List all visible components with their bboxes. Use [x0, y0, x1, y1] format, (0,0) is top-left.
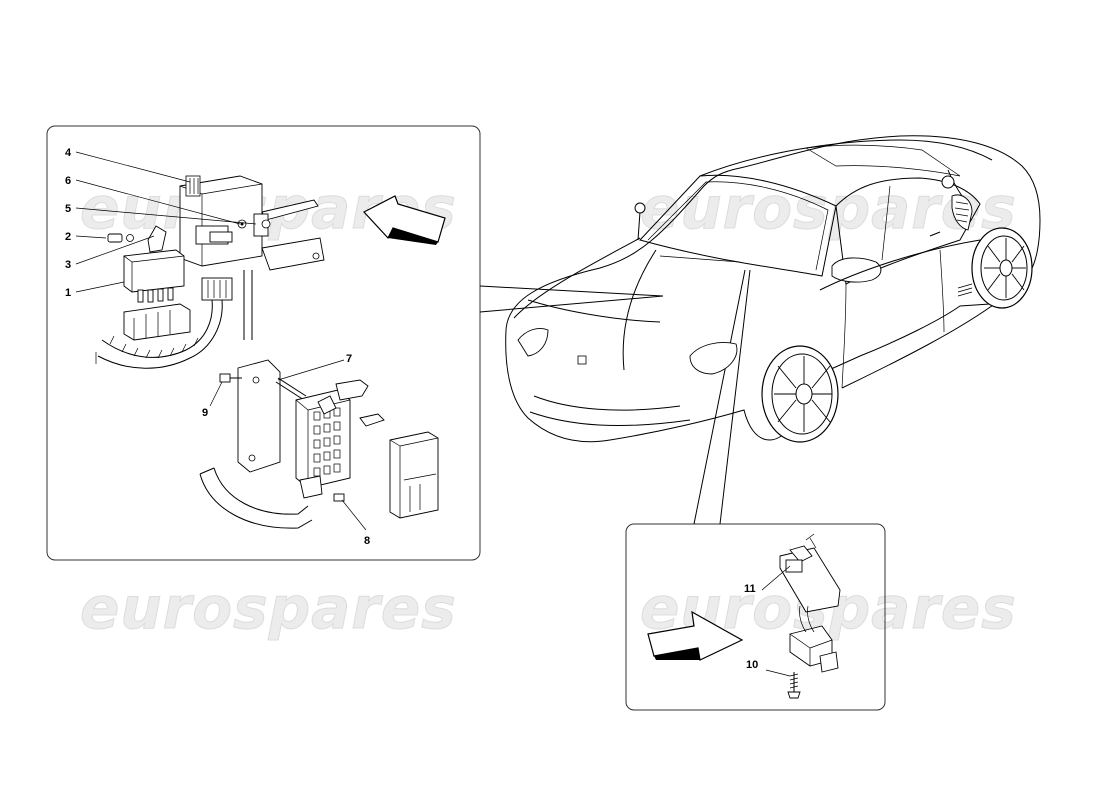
callout-9: 9: [202, 407, 208, 419]
callout-leaders-left: [75, 151, 367, 531]
watermark-bottom-left: eurospares: [80, 574, 457, 642]
direction-arrow-bottom: [647, 610, 744, 661]
relay-bracket-assembly: [95, 175, 325, 369]
callout-leaders-right: [761, 565, 791, 677]
sensor-assembly: [779, 533, 841, 699]
callout-4: 4: [65, 147, 72, 159]
callout-6: 6: [65, 175, 71, 187]
detail-panel-relay-fuse: [46, 125, 481, 561]
front-wheel: [761, 345, 839, 443]
callout-8: 8: [364, 535, 370, 547]
callout-labels-right: 11 10: [744, 583, 758, 671]
callout-11: 11: [744, 583, 756, 595]
callout-7: 7: [346, 353, 352, 365]
fuse-box-assembly: [199, 359, 439, 529]
detail-panel-sensor: [625, 523, 886, 711]
direction-arrow-top: [363, 195, 446, 245]
rear-wheel: [971, 227, 1033, 309]
panel-pointer-lines: [479, 269, 751, 525]
callout-1: 1: [65, 287, 71, 299]
callout-5: 5: [65, 203, 71, 215]
callout-labels-left: 4 6 5 2 3 1 7 9 8: [65, 147, 370, 547]
callout-3: 3: [65, 259, 71, 271]
car-illustration: [505, 135, 1041, 443]
callout-2: 2: [65, 231, 71, 243]
callout-10: 10: [746, 659, 758, 671]
